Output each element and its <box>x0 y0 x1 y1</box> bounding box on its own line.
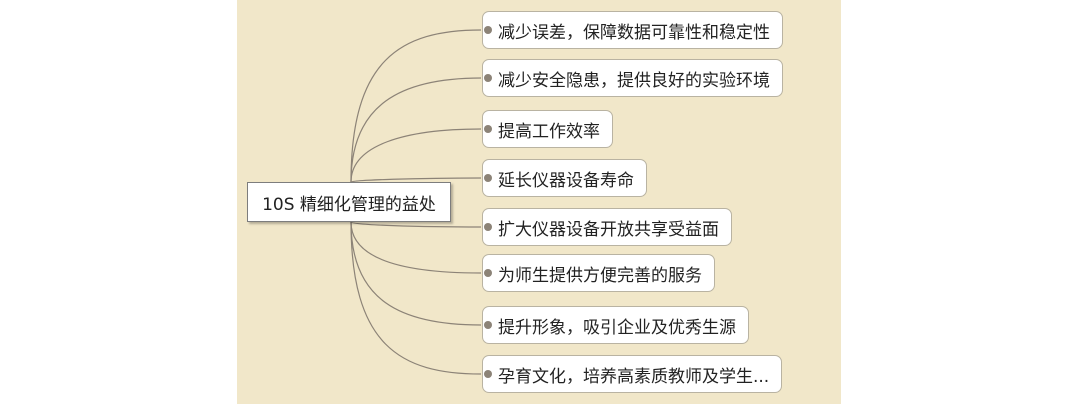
child-node-6[interactable]: 为师生提供方便完善的服务 <box>482 254 715 292</box>
child-node-label: 延长仪器设备寿命 <box>498 170 634 191</box>
connector-dot-5 <box>484 223 492 231</box>
connector-dot-4 <box>484 174 492 182</box>
child-node-label: 提升形象，吸引企业及优秀生源 <box>498 317 736 338</box>
child-node-8[interactable]: 孕育文化，培养高素质教师及学生... <box>482 355 783 393</box>
child-node-1[interactable]: 减少误差，保障数据可靠性和稳定性 <box>482 11 783 49</box>
child-node-3[interactable]: 提高工作效率 <box>482 110 613 148</box>
child-node-2[interactable]: 减少安全隐患，提供良好的实验环境 <box>482 59 783 97</box>
root-node[interactable]: 10S 精细化管理的益处 <box>247 182 451 222</box>
connector-dot-2 <box>484 74 492 82</box>
child-node-label: 扩大仪器设备开放共享受益面 <box>498 219 719 240</box>
child-node-7[interactable]: 提升形象，吸引企业及优秀生源 <box>482 306 749 344</box>
child-node-label: 孕育文化，培养高素质教师及学生... <box>498 366 770 387</box>
connector-dot-7 <box>484 321 492 329</box>
connector-dot-1 <box>484 26 492 34</box>
child-node-5[interactable]: 扩大仪器设备开放共享受益面 <box>482 208 732 246</box>
child-node-label: 为师生提供方便完善的服务 <box>498 265 702 286</box>
child-node-4[interactable]: 延长仪器设备寿命 <box>482 159 647 197</box>
connector-dot-3 <box>484 125 492 133</box>
root-node-label: 10S 精细化管理的益处 <box>262 194 436 215</box>
child-node-label: 提高工作效率 <box>498 121 600 142</box>
connector-dot-6 <box>484 269 492 277</box>
connector-dot-8 <box>484 370 492 378</box>
child-node-label: 减少安全隐患，提供良好的实验环境 <box>498 70 770 91</box>
child-node-label: 减少误差，保障数据可靠性和稳定性 <box>498 22 770 43</box>
